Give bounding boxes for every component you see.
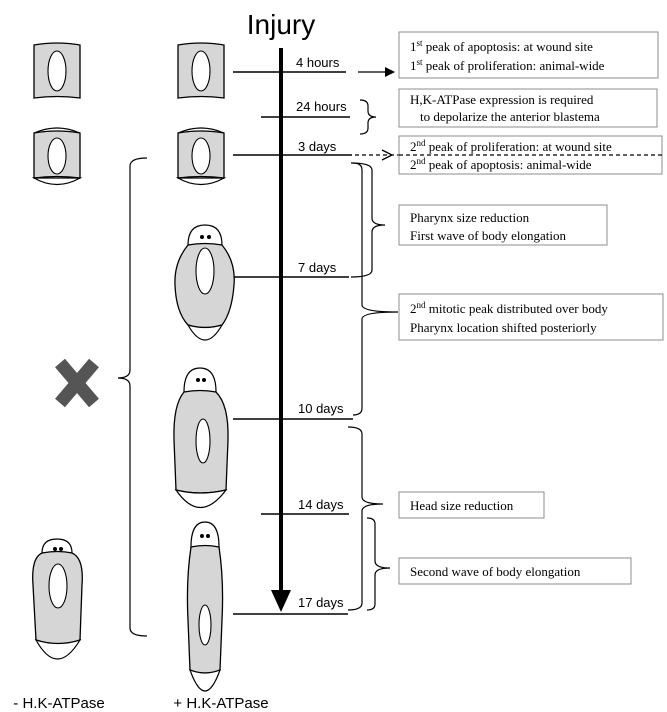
event-box-1: 1st peak of apoptosis: at wound site 1st… <box>399 32 658 78</box>
fragment-left-3d <box>34 128 80 185</box>
fragment-left-4h <box>34 43 80 98</box>
event-text: Pharynx size reduction <box>410 210 530 225</box>
timepoint-label: 10 days <box>298 401 344 416</box>
fragment-right-3d <box>178 128 224 185</box>
event-box-7: Second wave of body elongation <box>399 558 631 584</box>
event-text: 2nd mitotic peak distributed over body <box>410 300 608 316</box>
event-text: Pharynx location shifted posteriorly <box>410 320 597 335</box>
column-label-left: - H.K-ATPase <box>13 695 104 712</box>
worm-right-10d <box>174 368 228 508</box>
timepoint-24h: 24 hours <box>261 99 350 117</box>
event-text: 2nd peak of proliferation: at wound site <box>410 138 612 154</box>
event-text: First wave of body elongation <box>410 228 566 243</box>
time-axis-arrowhead <box>271 590 291 612</box>
event-text: 1st peak of proliferation: animal-wide <box>410 57 605 73</box>
worm-left-17d <box>33 539 83 659</box>
event-box-6: Head size reduction <box>399 492 544 518</box>
brace-3d-7d <box>351 163 385 277</box>
timepoint-label: 24 hours <box>296 99 347 114</box>
event-text: Second wave of body elongation <box>410 564 581 579</box>
brace-3d-10d <box>353 163 398 415</box>
event-text: 1st peak of apoptosis: at wound site <box>410 38 593 54</box>
worm-right-17d <box>187 522 222 691</box>
timepoint-label: 3 days <box>298 139 337 154</box>
timepoint-label: 7 days <box>298 260 337 275</box>
timepoint-17d: 17 days <box>233 595 348 614</box>
timepoint-label: 17 days <box>298 595 344 610</box>
timepoint-7d: 7 days <box>233 260 349 277</box>
diagram-title: Injury <box>247 9 315 40</box>
event-text: 2nd peak of apoptosis: animal-wide <box>410 156 592 172</box>
brace-14d-17d <box>367 518 390 610</box>
fragment-right-4h <box>178 43 224 98</box>
timepoint-3d: 3 days <box>233 139 352 155</box>
timepoint-10d: 10 days <box>233 401 353 419</box>
timepoint-4h: 4 hours <box>233 55 346 72</box>
column-label-right: + H.K-ATPase <box>173 695 268 712</box>
cross-icon <box>60 363 94 403</box>
event-text: to depolarize the anterior blastema <box>420 109 600 124</box>
timepoint-14d: 14 days <box>261 497 349 514</box>
timepoint-label: 14 days <box>298 497 344 512</box>
event-box-3: 2nd peak of proliferation: at wound site… <box>399 136 662 174</box>
event-text: Head size reduction <box>410 498 514 513</box>
brace-10d-17d <box>348 427 383 610</box>
brace-left-column <box>118 158 147 636</box>
event-box-2: H,K-ATPase expression is required to dep… <box>399 89 657 127</box>
event-box-5: 2nd mitotic peak distributed over body P… <box>399 294 663 340</box>
event-box-4: Pharynx size reduction First wave of bod… <box>399 205 607 245</box>
event-text: H,K-ATPase expression is required <box>410 92 594 107</box>
worm-right-7d <box>175 225 234 340</box>
timepoint-label: 4 hours <box>296 55 340 70</box>
brace-24h <box>360 100 376 134</box>
